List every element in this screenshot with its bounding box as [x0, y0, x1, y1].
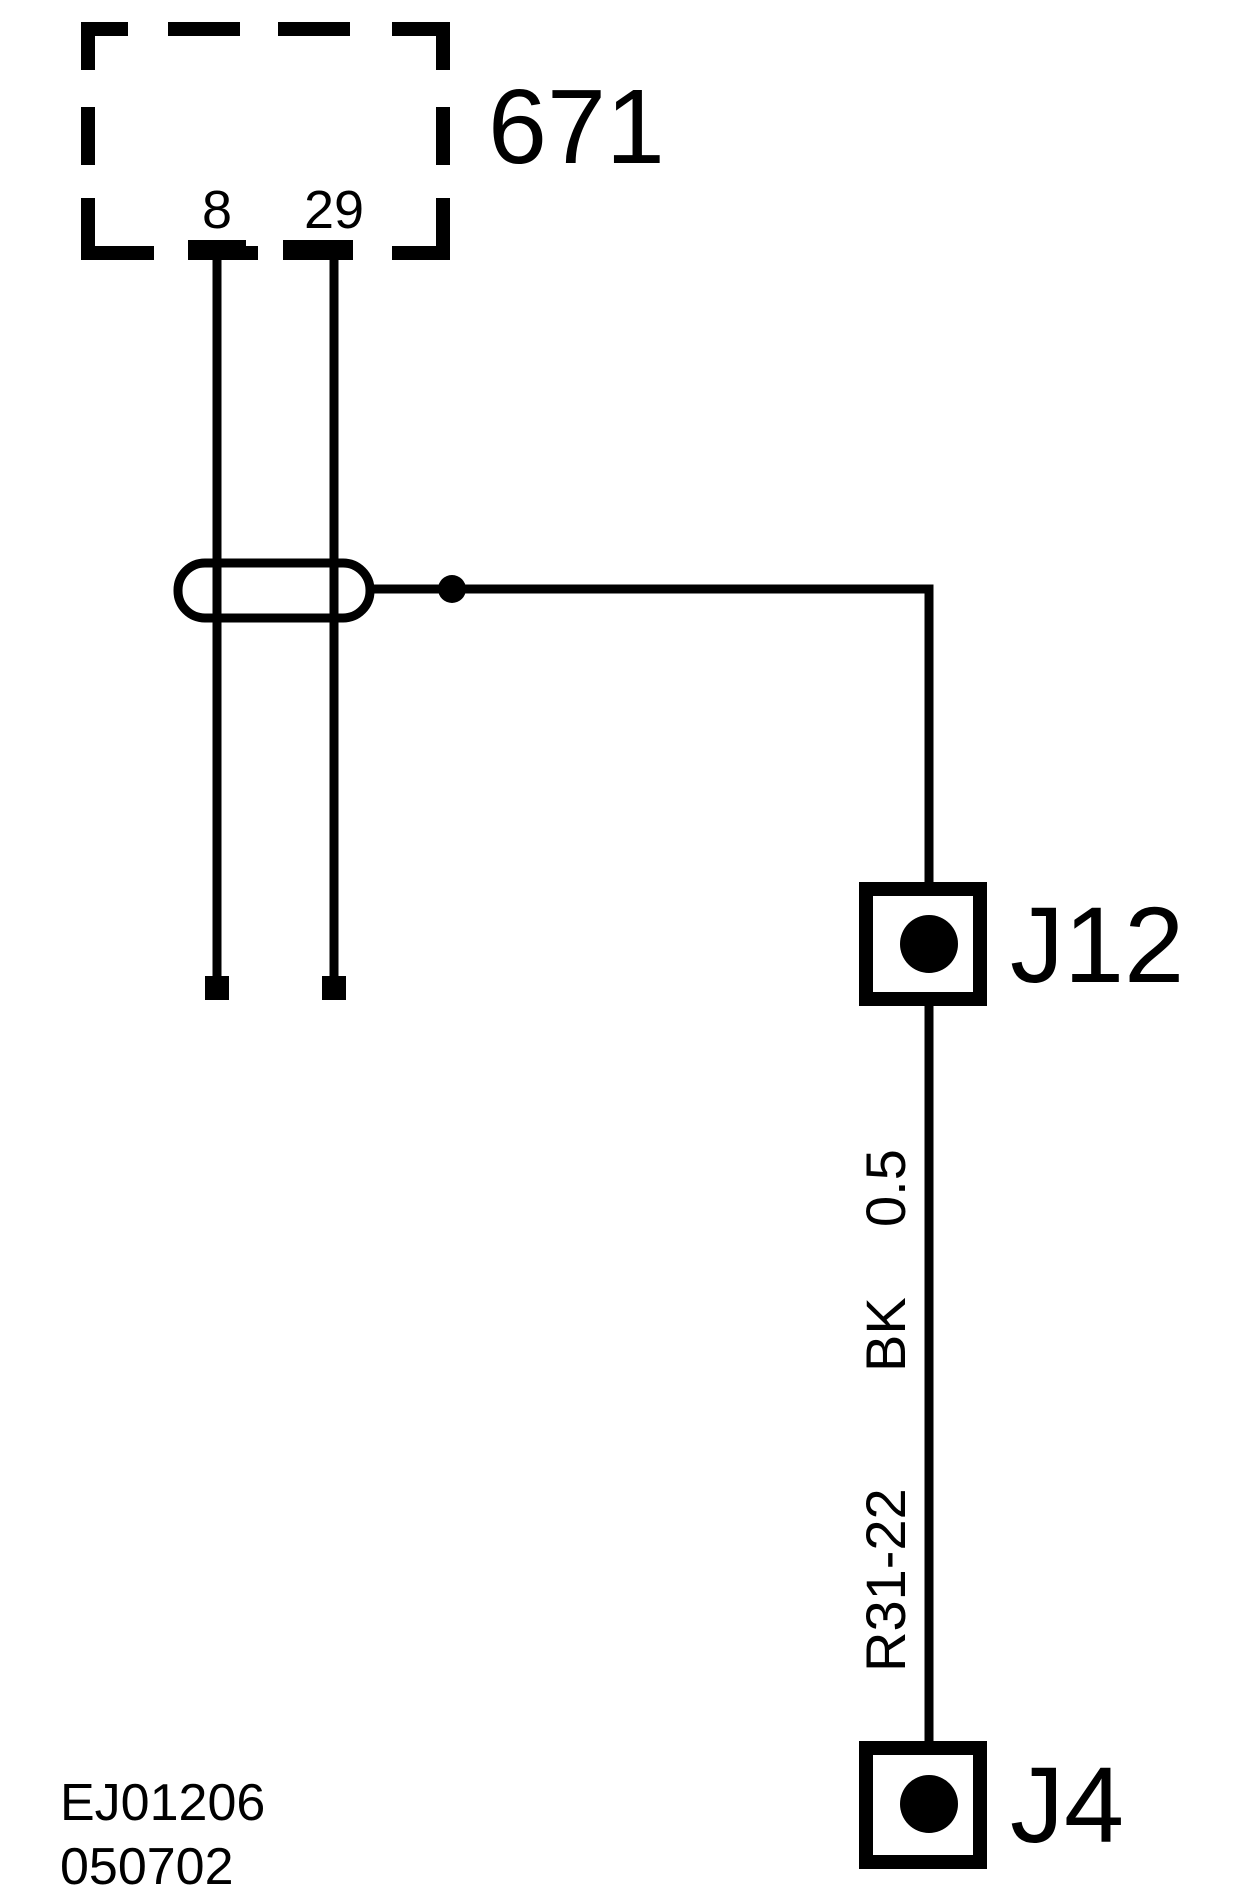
pin-label-8: 8	[202, 180, 232, 240]
component-number: 671	[488, 68, 665, 186]
pin-8-terminal	[188, 240, 246, 260]
pin-label-29: 29	[304, 180, 364, 240]
pin-29-terminal	[283, 240, 353, 260]
wire-gauge-label: 0.5	[854, 1149, 917, 1227]
figure-code: EJ01206	[60, 1774, 265, 1832]
shield-junction-dot	[438, 575, 466, 603]
wire-color-code-label: BK	[854, 1297, 917, 1372]
connector-j4-box	[859, 1741, 987, 1869]
connector-j12-pin	[900, 915, 958, 973]
connector-j12-box	[859, 882, 987, 1006]
component-671-box	[81, 22, 450, 260]
connector-j4-label: J4	[1010, 1744, 1124, 1865]
wire-end-8	[205, 976, 229, 1000]
connector-j4-pin	[900, 1775, 958, 1833]
figure-date: 050702	[60, 1838, 234, 1890]
cable-shield-oval	[173, 558, 375, 623]
wire-circuit-label: R31-22	[854, 1488, 917, 1672]
connector-j12-label: J12	[1010, 884, 1184, 1005]
wire-end-29	[322, 976, 346, 1000]
shield-drain-wire	[370, 584, 934, 895]
